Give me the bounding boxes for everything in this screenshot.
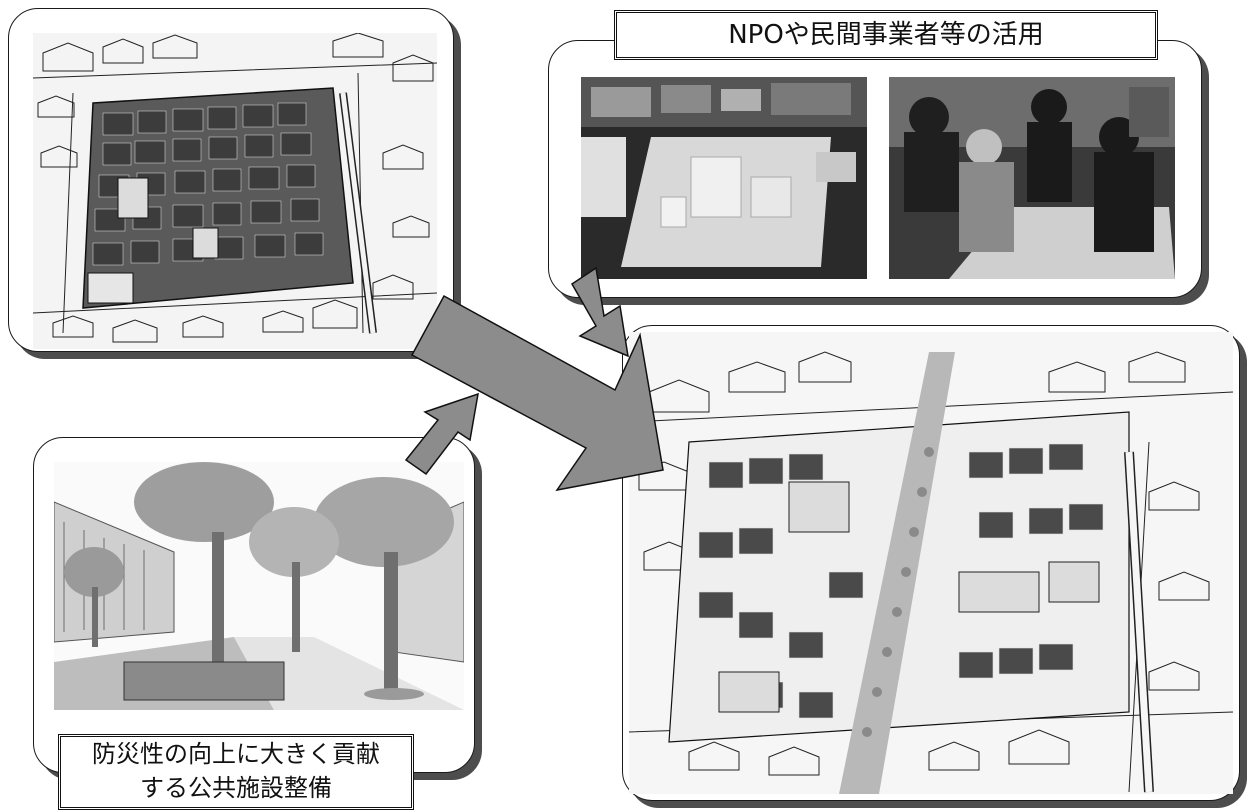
before-town-panel <box>8 8 454 352</box>
public-facilities-label-line2: する公共施設整備 <box>140 774 332 802</box>
public-facilities-panel <box>33 437 475 773</box>
town-model-photo <box>581 77 867 279</box>
workshop-photo <box>889 77 1175 279</box>
after-town-panel <box>622 325 1240 801</box>
npo-label: NPOや民間事業者等の活用 <box>614 10 1158 60</box>
dense-town-before-illustration <box>33 33 437 349</box>
public-facilities-label-line1: 防災性の向上に大きく貢献 <box>92 740 380 768</box>
public-facilities-label: 防災性の向上に大きく貢献 する公共施設整備 <box>58 734 414 810</box>
improved-town-after-illustration <box>629 332 1233 794</box>
npo-label-text: NPOや民間事業者等の活用 <box>728 20 1044 50</box>
npo-panel <box>548 40 1202 298</box>
tree-lined-street-illustration <box>54 462 464 710</box>
